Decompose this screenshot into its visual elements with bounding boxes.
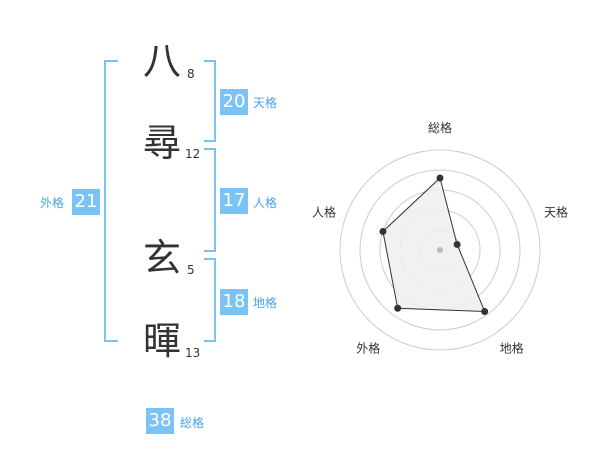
- name-char-1: 八: [143, 39, 182, 83]
- radar-point-5: [379, 227, 387, 235]
- gaikaku-badge: 21: [72, 189, 100, 215]
- name-char-2: 尋: [143, 121, 182, 165]
- radar-axis-label-2: 天格: [544, 204, 568, 219]
- radar-axis-label-1: 総格: [428, 120, 452, 135]
- soukaku-label: 総格: [180, 416, 205, 430]
- radar-area: [382, 177, 486, 313]
- stroke-count-1: 8: [187, 67, 195, 81]
- radar-grid-ring: [359, 169, 521, 331]
- gaikaku-bracket: [104, 60, 118, 342]
- radar-point-3: [481, 307, 489, 315]
- tenkaku-label: 天格: [253, 96, 278, 110]
- soukaku-badge: 38: [146, 408, 174, 434]
- chikaku-bracket: [204, 258, 216, 342]
- radar-point-2: [453, 240, 461, 248]
- tenkaku-bracket: [204, 60, 216, 142]
- stroke-count-3: 5: [187, 263, 195, 277]
- radar-grid-ring: [339, 149, 541, 351]
- jinkaku-badge: 17: [220, 188, 248, 214]
- name-char-3: 玄: [143, 236, 182, 280]
- gaikaku-label: 外格: [40, 196, 65, 210]
- radar-point-1: [436, 174, 444, 182]
- chikaku-label: 地格: [253, 296, 278, 310]
- tenkaku-badge: 20: [220, 89, 248, 115]
- stroke-count-4: 13: [185, 346, 201, 360]
- jinkaku-bracket: [204, 148, 216, 252]
- radar-axis-label-4: 外格: [356, 341, 380, 356]
- radar-axis-label-5: 人格: [312, 204, 336, 219]
- radar-axis-label-3: 地格: [500, 341, 524, 356]
- chikaku-badge: 18: [220, 289, 248, 315]
- stroke-count-2: 12: [185, 147, 201, 161]
- radar-point-4: [394, 304, 402, 312]
- jinkaku-label: 人格: [253, 196, 278, 210]
- radar-center: [437, 247, 443, 253]
- name-char-4: 暉: [143, 319, 182, 363]
- radar-points: [379, 174, 489, 315]
